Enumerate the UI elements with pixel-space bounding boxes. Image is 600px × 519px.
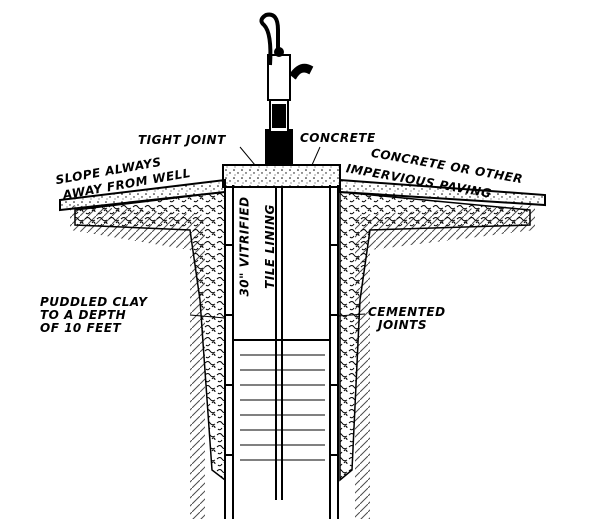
label-clay-line3: OF 10 FEET [40,321,122,335]
label-concrete: CONCRETE [300,131,376,145]
tile-lining [224,185,339,519]
label-lining-line2: TILE LINING [262,204,277,289]
label-tight-joint: TIGHT JOINT [138,133,226,147]
concrete-cap [222,164,341,188]
label-joints-line2: JOINTS [378,318,428,332]
hand-pump [259,12,314,500]
label-joints-line1: CEMENTED [368,305,446,319]
label-lining-line1: 30" VITRIFIED [237,196,252,297]
label-clay-line2: TO A DEPTH [40,308,127,322]
leader-lines [189,146,366,319]
label-clay-line1: PUDDLED CLAY [40,295,148,309]
ground-hatching [70,205,535,519]
